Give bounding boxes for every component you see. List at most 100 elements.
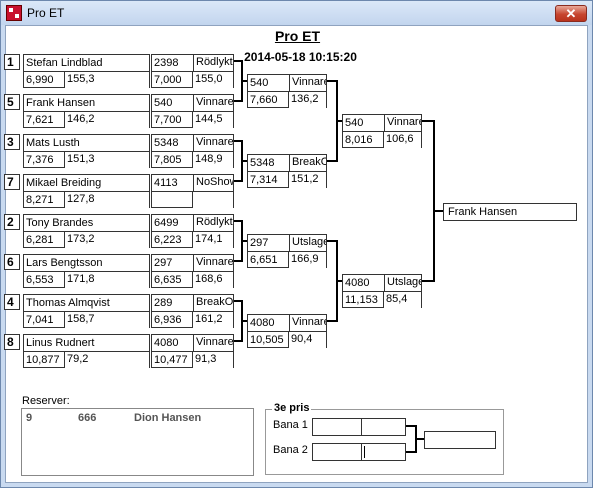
round1-result-speed: 168,6 [192, 272, 233, 288]
round1-speed: 127,8 [64, 192, 149, 208]
round1-entry[interactable]: Frank Hansen 7,621 146,2 [23, 94, 150, 128]
round1-result-status: Rödlyktan [193, 55, 233, 71]
round1-reaction-time: 10,877 [26, 354, 60, 366]
round1-result-speed: 174,1 [192, 232, 233, 248]
lane2-status[interactable] [361, 444, 405, 460]
round2-reaction-time: 6,651 [250, 254, 278, 266]
seed-number: 1 [4, 54, 20, 70]
reserve-car: 666 [78, 412, 97, 424]
round1-player-name: Mats Lusth [26, 137, 80, 149]
round1-reaction-time: 7,041 [26, 314, 54, 326]
round1-result-car-number: 5348 [154, 137, 179, 149]
round1-result-car-number: 540 [154, 97, 173, 109]
page-title: Pro ET [274, 28, 321, 44]
round1-result-status: Vinnare [193, 95, 233, 111]
lane1-status[interactable] [361, 419, 405, 435]
lane1-label: Bana 1 [273, 419, 308, 431]
lane1-entry[interactable] [312, 418, 406, 436]
round3-car-number: 540 [345, 117, 364, 129]
round1-result-car-number: 2398 [154, 57, 179, 69]
round1-result-car-number: 289 [154, 297, 173, 309]
round1-player-name: Frank Hansen [26, 97, 96, 109]
title-bar[interactable]: Pro ET ✕ [1, 1, 592, 25]
round2-speed: 166,9 [288, 252, 326, 268]
round1-result-car-number: 4113 [154, 177, 178, 189]
seed-number: 4 [4, 294, 20, 310]
round1-speed: 79,2 [64, 352, 149, 368]
round3-speed: 106,6 [383, 132, 421, 148]
round1-speed: 171,8 [64, 272, 149, 288]
close-button[interactable]: ✕ [555, 5, 587, 22]
round3-reaction-time: 11,153 [345, 294, 378, 306]
round1-result-times-row: 6,635 168,6 [152, 271, 233, 288]
round2-status: Utslagen [289, 235, 326, 251]
round1-result-status: BreakOut [193, 295, 233, 311]
round1-reaction-time: 7,621 [26, 114, 54, 126]
round3-times-row: 11,153 85,4 [343, 291, 421, 308]
round1-entry[interactable]: Linus Rudnert 10,877 79,2 [23, 334, 150, 368]
round1-reaction-time: 7,376 [26, 154, 54, 166]
round1-speed: 151,3 [64, 152, 149, 168]
round2-reaction-time: 7,660 [250, 94, 278, 106]
round1-times-row: 7,376 151,3 [24, 151, 149, 168]
round1-result-status: Vinnare [193, 135, 233, 151]
third-prize-title: 3e pris [272, 402, 312, 414]
round2-car-number: 297 [250, 237, 269, 249]
third-prize-winner[interactable] [424, 431, 496, 449]
lane2-entry[interactable] [312, 443, 406, 461]
reserve-name: Dion Hansen [134, 412, 202, 424]
round2-car-number: 5348 [250, 157, 275, 169]
round3-status: Utslagen [384, 275, 421, 291]
seed-number: 8 [4, 334, 20, 350]
round1-speed: 146,2 [64, 112, 149, 128]
round1-times-row: 10,877 79,2 [24, 351, 149, 368]
round1-result-car-number: 6499 [154, 217, 179, 229]
round2-reaction-time: 7,314 [250, 174, 278, 186]
round1-result-times-row [152, 191, 233, 208]
round1-player-name: Linus Rudnert [26, 337, 95, 349]
round3-entry[interactable]: 4080 Utslagen 11,153 85,4 [342, 274, 422, 308]
round1-result-status: Rödlyktan [193, 215, 233, 231]
round1-result-reaction-time: 6,635 [154, 274, 182, 286]
round1-result-reaction-time: 7,000 [154, 74, 182, 86]
round3-car-number: 4080 [345, 277, 370, 289]
round1-result-speed: 144,5 [192, 112, 233, 128]
winner-box[interactable]: Frank Hansen [443, 203, 577, 221]
round1-result-entry[interactable]: 4113NoShow [151, 174, 234, 208]
round1-speed: 158,7 [64, 312, 149, 328]
round1-result-status: Vinnare [193, 255, 233, 271]
reserves-list[interactable]: 9 666 Dion Hansen [21, 408, 254, 476]
round1-result-speed: 155,0 [192, 72, 233, 88]
round2-entry[interactable]: 297 Utslagen 6,651 166,9 [247, 234, 327, 268]
window-title: Pro ET [27, 6, 65, 20]
round1-entry[interactable]: Mats Lusth 7,376 151,3 [23, 134, 150, 168]
round2-car-number: 540 [250, 77, 269, 89]
third-prize-group [265, 409, 504, 475]
round1-result-reaction-time: 7,805 [154, 154, 182, 166]
round3-speed: 85,4 [383, 292, 421, 308]
round1-reaction-time: 6,990 [26, 74, 54, 86]
round1-result-entry[interactable]: 2398 Rödlyktan 7,000 155,0 [151, 54, 234, 88]
